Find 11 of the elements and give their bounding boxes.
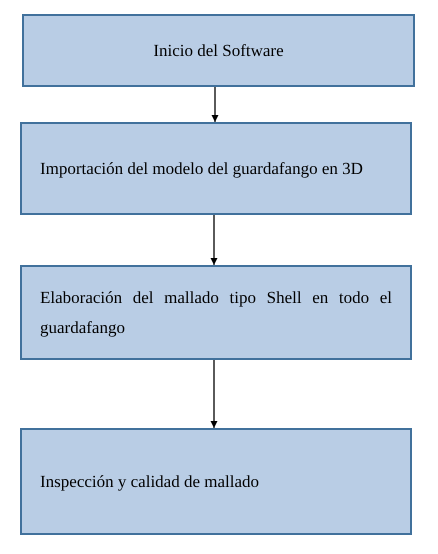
arrow: [210, 215, 218, 265]
step-text: Inicio del Software: [153, 40, 284, 62]
arrow: [210, 360, 218, 428]
step-text: Inspección y calidad de mallado: [40, 470, 260, 493]
process-box: [20, 265, 412, 360]
step-text: Importación del modelo del guardafango en 3D: [40, 158, 364, 180]
process-box: [22, 14, 415, 87]
process-box: [20, 122, 412, 215]
step-text: Elaboración del mallado tipo Shell en todo el guardafango: [40, 286, 392, 339]
process-box: [20, 428, 412, 535]
arrow: [212, 87, 218, 122]
